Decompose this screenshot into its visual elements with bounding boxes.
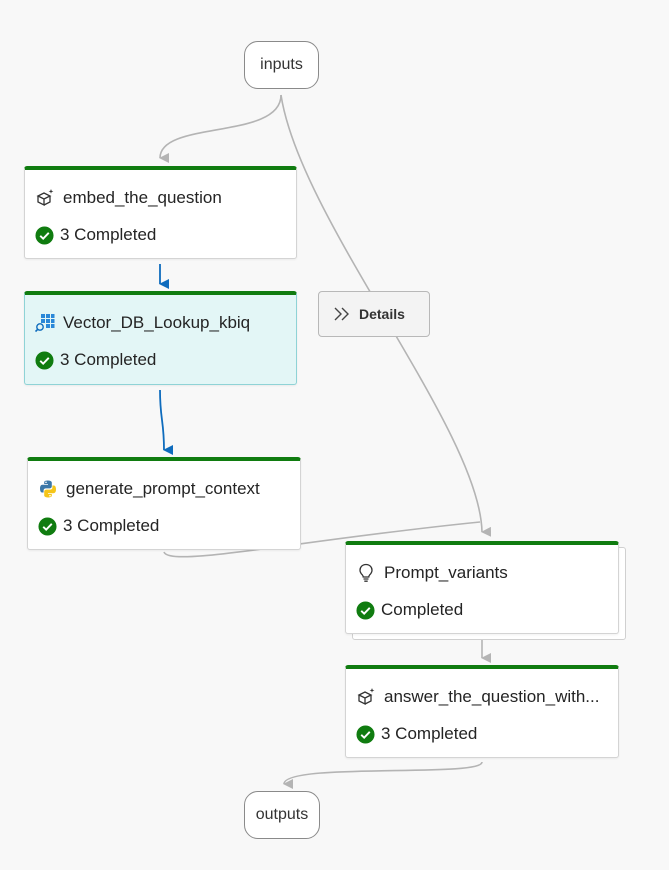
outputs-node[interactable]: outputs <box>244 791 320 839</box>
python-icon <box>38 479 58 499</box>
details-button[interactable]: Details <box>318 291 430 337</box>
inputs-label: inputs <box>260 56 303 73</box>
lightbulb-icon <box>356 563 376 583</box>
outputs-label: outputs <box>255 806 309 823</box>
node-title: generate_prompt_context <box>66 479 260 498</box>
node-answer-the-question[interactable]: answer_the_question_with... 3 Completed <box>345 665 619 758</box>
embedding-icon <box>356 687 376 707</box>
node-status: 3 Completed <box>35 348 156 372</box>
success-check-icon <box>35 225 54 245</box>
node-prompt-variants[interactable]: Prompt_variants Completed <box>345 541 619 634</box>
node-vector-db-lookup[interactable]: Vector_DB_Lookup_kbiq 3 Completed <box>24 291 297 385</box>
edge-answer-to-outputs <box>283 761 483 790</box>
success-check-icon <box>356 724 375 744</box>
status-text: 3 Completed <box>60 350 157 369</box>
status-text: 3 Completed <box>60 225 157 244</box>
node-generate-prompt-context[interactable]: generate_prompt_context 3 Completed <box>27 457 301 550</box>
success-check-icon <box>35 350 54 370</box>
node-title: answer_the_question_with... <box>384 687 600 706</box>
embedding-icon <box>35 188 55 208</box>
vector-db-lookup-icon <box>35 313 55 333</box>
edge-vector-to-generate <box>159 389 174 455</box>
node-status: 3 Completed <box>38 514 159 538</box>
status-text: 3 Completed <box>63 516 160 535</box>
double-chevron-right-icon <box>333 307 351 321</box>
success-check-icon <box>38 516 57 536</box>
node-status: 3 Completed <box>35 223 156 247</box>
inputs-node[interactable]: inputs <box>244 41 319 89</box>
node-title: embed_the_question <box>63 188 222 207</box>
success-check-icon <box>356 600 375 620</box>
node-title: Vector_DB_Lookup_kbiq <box>63 313 251 332</box>
edge-inputs-to-embed <box>159 94 282 164</box>
status-text: Completed <box>381 600 464 619</box>
node-embed-the-question[interactable]: embed_the_question 3 Completed <box>24 166 297 259</box>
status-text: 3 Completed <box>381 724 478 743</box>
node-status: 3 Completed <box>356 722 477 746</box>
node-title: Prompt_variants <box>384 563 508 582</box>
node-status: Completed <box>356 598 463 622</box>
details-label: Details <box>359 306 405 322</box>
